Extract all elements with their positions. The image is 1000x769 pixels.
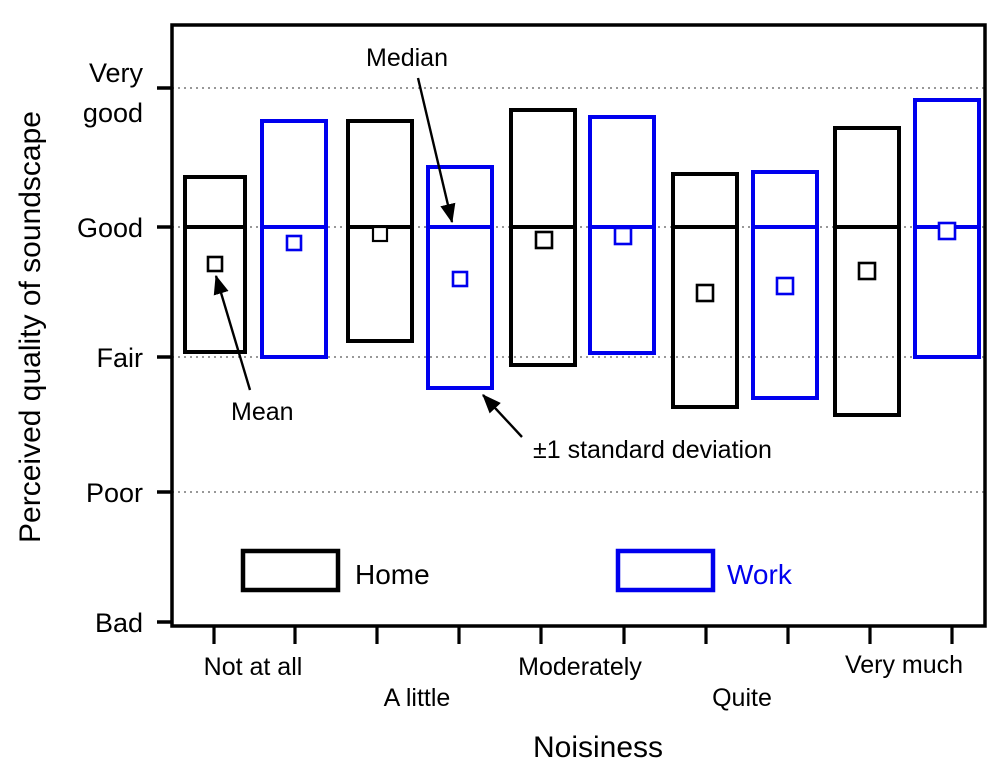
annotation-mean: Mean — [213, 274, 294, 426]
annotation-median-label: Median — [366, 44, 448, 72]
y-axis-ticks — [157, 86, 172, 624]
xtick-label-not-at-all: Not at all — [204, 653, 303, 681]
legend-swatch-work — [615, 548, 716, 593]
mean-marker-work-very-much — [937, 221, 957, 241]
bar-work-quite[interactable] — [751, 170, 819, 400]
ytick-label-good: Good — [77, 213, 143, 243]
bar-home-not-at-all[interactable] — [183, 175, 247, 354]
xtick-label-very-much: Very much — [845, 651, 963, 679]
ytick-label-poor: Poor — [86, 478, 143, 508]
mean-marker-home-very-much — [857, 261, 877, 281]
legend-label-work: Work — [727, 559, 793, 590]
ytick-label-bad: Bad — [95, 608, 143, 638]
mean-marker-work-moderately — [613, 226, 633, 246]
annotation-mean-arrow — [213, 274, 252, 391]
ytick-label-verygood-line2: good — [83, 98, 143, 128]
legend-item-work[interactable]: Work — [615, 548, 793, 593]
xtick-label-moderately: Moderately — [518, 653, 642, 681]
ytick-label-fair: Fair — [97, 343, 144, 373]
bar-home-very-much[interactable] — [833, 126, 901, 417]
bar-group-moderately — [509, 108, 656, 367]
mean-marker-home-a-little — [371, 225, 389, 243]
bar-group-quite — [671, 170, 819, 409]
y-axis-tick-labels: Very good Good Fair Poor Bad — [77, 58, 144, 638]
mean-marker-work-a-little — [451, 270, 469, 288]
annotation-sd-arrow — [482, 394, 523, 438]
mean-marker-home-moderately — [534, 230, 554, 250]
bar-work-a-little[interactable] — [426, 165, 494, 390]
x-axis-tick-labels: Not at all A little Moderately Quite Ver… — [204, 651, 963, 712]
mean-marker-home-not-at-all — [206, 255, 224, 273]
bar-work-not-at-all[interactable] — [260, 119, 328, 359]
plot-frame — [170, 23, 987, 628]
annotation-sd: ±1 standard deviation — [482, 394, 772, 464]
xtick-label-a-little: A little — [384, 684, 451, 712]
gridlines — [172, 87, 985, 493]
bar-group-a-little — [346, 119, 494, 390]
x-axis-title: Noisiness — [533, 731, 663, 764]
legend: Home Work — [240, 548, 793, 593]
annotation-median-arrow — [416, 77, 456, 224]
mean-marker-work-quite — [775, 276, 795, 296]
legend-swatch-home — [240, 548, 341, 593]
legend-label-home: Home — [355, 559, 430, 590]
ytick-label-verygood-line1: Very — [89, 58, 144, 88]
annotation-sd-label: ±1 standard deviation — [533, 436, 772, 464]
legend-item-home[interactable]: Home — [240, 548, 430, 593]
bar-home-a-little[interactable] — [346, 119, 414, 343]
bar-home-moderately[interactable] — [509, 108, 577, 367]
bar-group-very-much — [833, 98, 981, 417]
bar-work-moderately[interactable] — [588, 115, 656, 355]
bar-group-not-at-all — [183, 119, 328, 359]
annotation-mean-label: Mean — [231, 398, 294, 426]
mean-marker-work-not-at-all — [285, 234, 303, 252]
bar-home-quite[interactable] — [671, 172, 739, 409]
annotation-median: Median — [366, 44, 456, 224]
xtick-label-quite: Quite — [712, 684, 772, 712]
mean-marker-home-quite — [695, 283, 715, 303]
y-axis-title: Perceived quality of soundscape — [14, 111, 47, 543]
x-axis-ticks — [212, 626, 954, 644]
